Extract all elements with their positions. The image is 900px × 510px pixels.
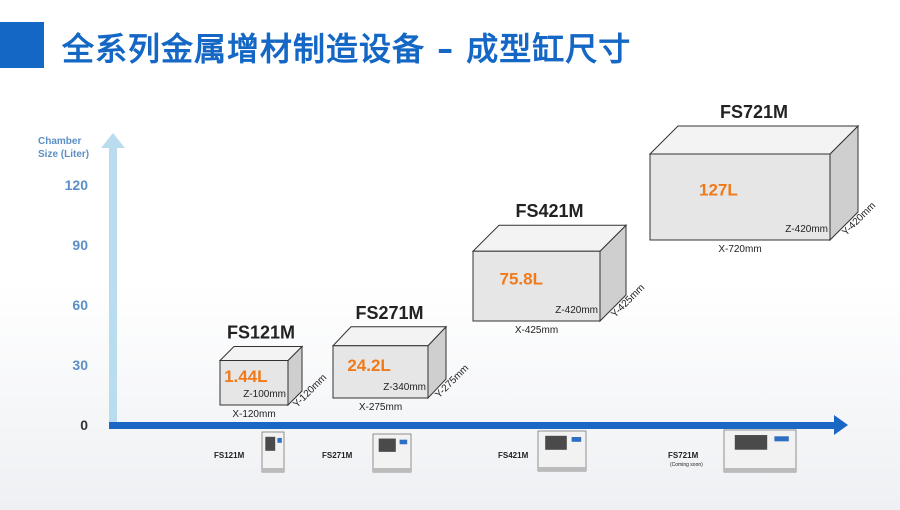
bar-z-dimension: Z-420mm <box>555 305 598 316</box>
machine-image-window <box>265 436 276 451</box>
machine-image-base <box>373 468 411 472</box>
machine-image-screen <box>774 436 789 442</box>
bar-z-dimension: Z-340mm <box>383 382 426 393</box>
machine-note: (Coming soon) <box>670 462 703 468</box>
bar-top-face <box>331 326 448 347</box>
bar-x-dimension: X-720mm <box>718 244 761 255</box>
machine-label: FS421M <box>498 451 529 460</box>
y-tick-label: 120 <box>65 177 89 193</box>
y-tick-label: 0 <box>80 417 88 433</box>
machine-image-window <box>545 435 567 450</box>
machine-image-base <box>538 467 586 471</box>
machine-image-base <box>262 468 284 472</box>
x-axis-line <box>109 422 836 429</box>
machine-image-screen <box>571 437 582 442</box>
bar-x-dimension: X-275mm <box>359 402 402 413</box>
machine-image-base <box>724 468 796 472</box>
y-axis-arrow <box>101 133 125 148</box>
bar-top-face <box>218 346 304 362</box>
x-axis-arrow <box>834 415 848 435</box>
machine-image-screen <box>399 439 408 445</box>
machine-image-screen <box>277 438 282 443</box>
machine-image-window <box>378 438 396 452</box>
bar-x-dimension: X-425mm <box>515 325 558 336</box>
y-axis-title-line: Size (Liter) <box>38 149 89 160</box>
y-axis-title-line: Chamber <box>38 136 81 147</box>
machine-image-window <box>734 435 768 450</box>
bar-model-label: FS271M <box>355 303 423 323</box>
bar-z-dimension: Z-420mm <box>785 224 828 235</box>
bar-model-label: FS421M <box>515 201 583 221</box>
y-tick-label: 60 <box>72 297 88 313</box>
page-title: 全系列金属增材制造设备 – 成型缸尺寸 <box>62 30 632 68</box>
bar-value-label: 75.8L <box>500 270 543 289</box>
machine-label: FS721M <box>668 451 699 460</box>
bar-model-label: FS121M <box>227 323 295 343</box>
bar <box>219 360 289 406</box>
title-accent-bar <box>0 22 44 68</box>
bar-value-label: 24.2L <box>347 356 390 375</box>
machine-label: FS121M <box>214 451 245 460</box>
bar <box>649 153 831 241</box>
bar-value-label: 127L <box>699 180 738 199</box>
bar <box>472 250 601 322</box>
bar-x-dimension: X-120mm <box>232 409 275 420</box>
bar-z-dimension: Z-100mm <box>243 389 286 400</box>
bar-top-face <box>648 125 860 155</box>
y-tick-label: 90 <box>72 237 88 253</box>
bar-top-face <box>471 224 628 252</box>
bar-model-label: FS721M <box>720 102 788 122</box>
bar <box>332 345 429 399</box>
bar-value-label: 1.44L <box>224 367 267 386</box>
y-axis-line <box>109 147 117 425</box>
machine-label: FS271M <box>322 451 353 460</box>
y-tick-label: 30 <box>72 357 88 373</box>
